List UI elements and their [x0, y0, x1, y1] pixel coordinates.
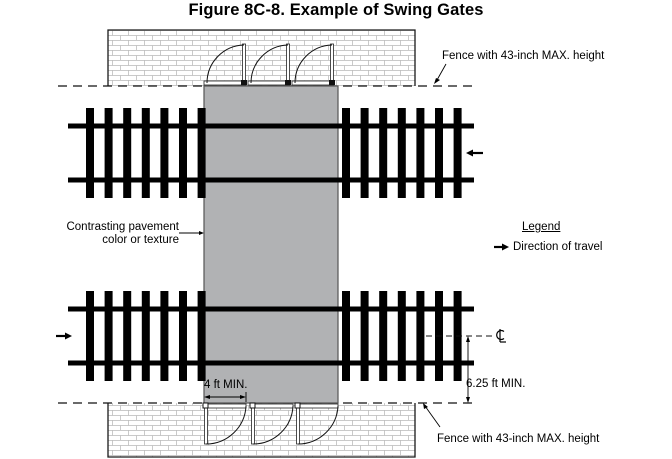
track-tie — [379, 108, 388, 198]
track-tie — [435, 108, 443, 198]
track-tie — [141, 108, 150, 198]
track-rail — [68, 177, 474, 183]
top-sidewalk-area — [107, 29, 416, 86]
gate-track — [203, 403, 247, 409]
track-tie — [379, 291, 388, 381]
offset-dimension-label: 6.25 ft MIN. — [466, 378, 526, 390]
legend-item-direction: Direction of travel — [513, 241, 603, 253]
track-tie — [160, 108, 169, 198]
track-rail — [68, 123, 474, 129]
track-tie — [104, 291, 113, 381]
gate-track — [295, 403, 339, 409]
top-swing-gates — [203, 43, 335, 86]
track-tie — [360, 108, 369, 198]
swing-gate — [249, 402, 294, 445]
track-tie — [416, 108, 425, 198]
pavement-label-line2: color or texture — [102, 234, 179, 246]
gate-hinge-post — [202, 402, 209, 409]
track-tie — [397, 108, 406, 198]
gate-swing-arc — [205, 405, 247, 445]
track-tie — [453, 108, 462, 198]
legend-arrow-right-icon — [494, 243, 509, 251]
gate-track — [203, 80, 247, 86]
gate-swing-arc — [206, 44, 245, 84]
gate-leaf — [204, 405, 208, 445]
fence-bottom-label: Fence with 43-inch MAX. height — [437, 433, 600, 445]
track-tie — [123, 108, 132, 198]
arrow-right-icon — [56, 332, 72, 340]
gate-track — [291, 80, 335, 86]
figure-title: Figure 8C-8. Example of Swing Gates — [188, 1, 484, 19]
gate-leaf — [330, 43, 334, 83]
gate-hinge-post — [329, 80, 335, 85]
gate-hinge-post — [294, 402, 301, 409]
bottom-swing-gates — [202, 402, 339, 445]
track-tie — [179, 108, 187, 198]
gate-hinge-post — [241, 80, 247, 85]
track-tie — [360, 291, 369, 381]
gate-leaf — [286, 43, 290, 83]
track-rail — [68, 360, 474, 366]
legend-title: Legend — [522, 221, 561, 233]
gate-width-label: 4 ft MIN. — [204, 379, 248, 391]
swing-gate — [203, 43, 247, 86]
gate-track — [250, 403, 294, 409]
swing-gate — [291, 43, 335, 86]
track-tie — [179, 291, 187, 381]
contrasting-pavement — [203, 85, 339, 404]
gate-hinge-post — [285, 80, 291, 85]
track-tie — [86, 291, 94, 381]
gate-leaf — [296, 405, 300, 445]
bottom-sidewalk-area — [107, 403, 416, 458]
swing-gate — [247, 43, 291, 86]
track-tie — [123, 291, 132, 381]
swing-gate — [202, 402, 247, 445]
track-tie — [397, 291, 406, 381]
gate-hinge-post — [249, 402, 256, 409]
track-tie — [342, 291, 350, 381]
gate-swing-arc — [297, 405, 339, 445]
arrow-left-icon — [466, 149, 483, 157]
track-tie — [160, 291, 169, 381]
track-tie — [141, 291, 150, 381]
swing-gate — [294, 402, 339, 445]
upper-track — [68, 108, 474, 198]
track-tie — [342, 108, 350, 198]
centerline-icon — [496, 329, 506, 343]
fence-bottom-leader — [424, 405, 441, 428]
gate-leaf — [242, 43, 246, 83]
pavement-label: Contrasting pavement color or texture — [55, 221, 203, 247]
gate-leaf — [251, 405, 255, 445]
gate-swing-arc — [294, 44, 333, 84]
centerline-symbol — [494, 328, 508, 346]
fence-top-label: Fence with 43-inch MAX. height — [442, 50, 605, 62]
track-tie — [416, 291, 425, 381]
pavement-leader-arrow — [179, 231, 204, 235]
track-rail — [68, 306, 474, 312]
track-tie — [197, 108, 206, 198]
track-tie — [197, 291, 206, 381]
gate-swing-arc — [252, 405, 294, 445]
pavement-label-line1: Contrasting pavement — [66, 221, 179, 233]
gate-width-dimension-line — [204, 392, 247, 402]
gate-swing-arc — [250, 44, 289, 84]
fence-top-leader — [436, 63, 447, 81]
gate-track — [247, 80, 291, 86]
track-tie — [104, 108, 113, 198]
offset-dimension-line — [466, 336, 470, 403]
track-tie — [86, 108, 94, 198]
